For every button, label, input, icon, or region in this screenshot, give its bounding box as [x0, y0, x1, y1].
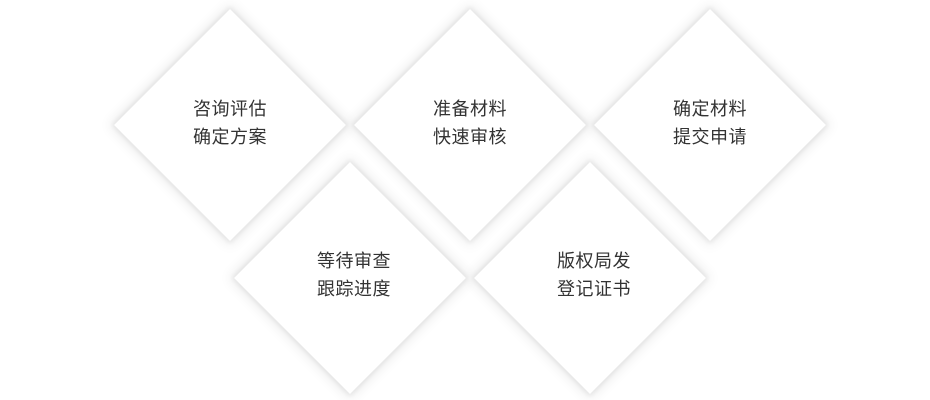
step-4-line2: 跟踪进度 [317, 279, 391, 300]
step-5-label: 版权局发 登记证书 [514, 248, 674, 304]
step-5-line2: 登记证书 [557, 279, 631, 300]
step-5-line1: 版权局发 [557, 251, 631, 272]
step-3-label: 确定材料 提交申请 [630, 96, 790, 152]
step-2-label: 准备材料 快速审核 [390, 96, 550, 152]
step-4-label: 等待审查 跟踪进度 [274, 248, 434, 304]
step-3-line1: 确定材料 [673, 99, 747, 120]
step-2-line1: 准备材料 [433, 99, 507, 120]
step-4-line1: 等待审查 [317, 251, 391, 272]
step-1-line1: 咨询评估 [193, 99, 267, 120]
step-2-line2: 快速审核 [433, 127, 507, 148]
step-3-line2: 提交申请 [673, 127, 747, 148]
step-1-line2: 确定方案 [193, 127, 267, 148]
step-1-label: 咨询评估 确定方案 [150, 96, 310, 152]
